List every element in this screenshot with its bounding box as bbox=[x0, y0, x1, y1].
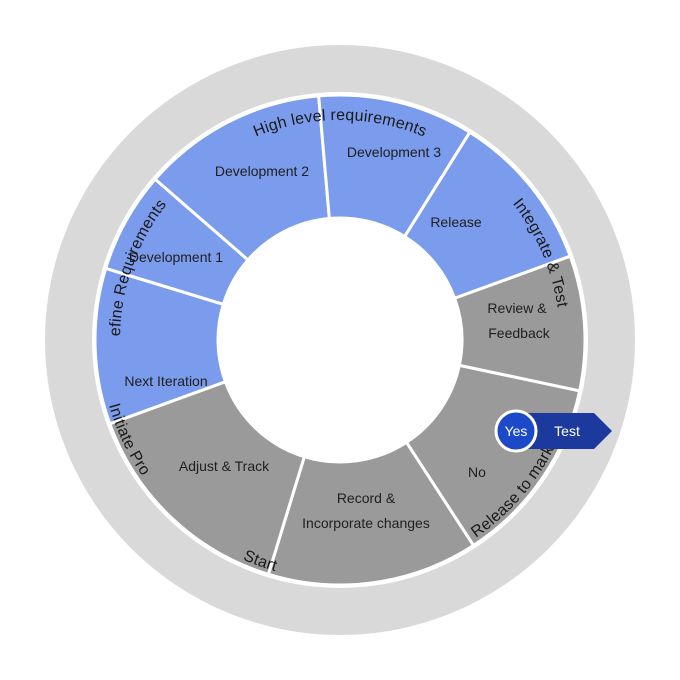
yes-circle[interactable] bbox=[494, 409, 538, 453]
yes-label: Yes bbox=[505, 423, 528, 439]
label-review-line1: Review & bbox=[487, 300, 547, 316]
test-label: Test bbox=[554, 423, 580, 439]
center-hole bbox=[218, 218, 462, 462]
label-record-line2: Incorporate changes bbox=[302, 515, 430, 531]
label-development-1: Development 1 bbox=[129, 249, 223, 265]
label-review-line2: Feedback bbox=[488, 325, 550, 341]
label-adjust-track: Adjust & Track bbox=[179, 458, 270, 474]
label-release: Release bbox=[430, 214, 482, 230]
test-arrow bbox=[524, 413, 612, 449]
label-next-iteration: Next Iteration bbox=[124, 373, 207, 389]
label-development-3: Development 3 bbox=[347, 144, 441, 160]
label-record-line1: Record & bbox=[337, 490, 396, 506]
label-no: No bbox=[468, 464, 486, 480]
label-development-2: Development 2 bbox=[215, 163, 309, 179]
